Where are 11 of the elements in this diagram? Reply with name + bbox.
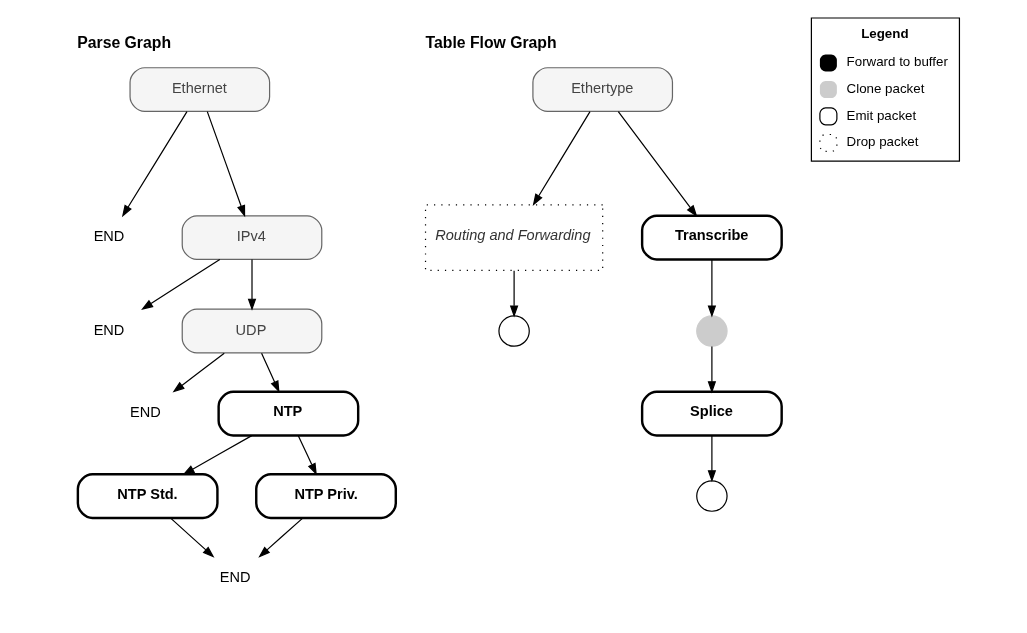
node-text: END: [93, 228, 125, 245]
label: Parse Graph: [77, 33, 172, 51]
node-text: END: [93, 321, 125, 338]
label: Table Flow Graph: [425, 33, 557, 51]
legend-label: Clone packet: [846, 80, 925, 96]
legend-label: Forward to buffer: [846, 54, 948, 70]
legend-label: Emit packet: [846, 107, 917, 123]
node-text: END: [130, 404, 161, 421]
label: Legend: [861, 26, 909, 42]
legend-label: Drop packet: [846, 134, 919, 150]
node-text: END: [219, 569, 251, 586]
